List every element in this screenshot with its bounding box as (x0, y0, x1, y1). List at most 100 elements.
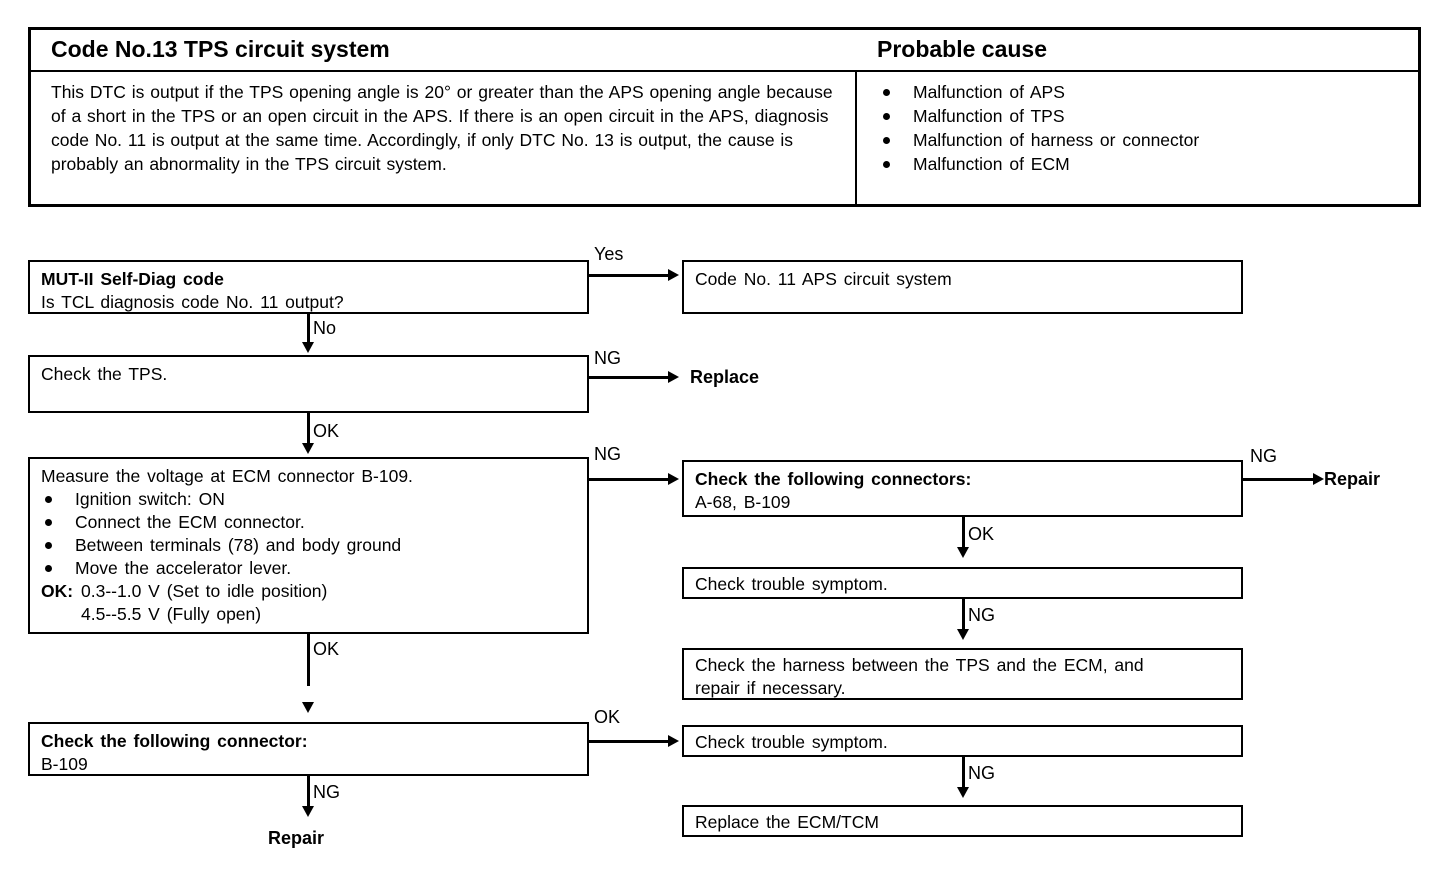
bullet-icon (883, 89, 890, 96)
list-item: Malfunction of APS (877, 80, 1397, 104)
terminal-replace: Replace (690, 367, 760, 387)
flow-box-check-symptom-2: Check trouble symptom. (682, 725, 1243, 757)
box3-bullet-label: Move the accelerator lever. (75, 558, 292, 578)
box4-line1: Check the following connector: (41, 731, 308, 751)
cause-label: Malfunction of TPS (913, 106, 1065, 126)
edge-label-ng-1: NG (594, 348, 621, 368)
box3-bullet-list: Ignition switch: ON Connect the ECM conn… (41, 488, 583, 580)
cause-label: Malfunction of harness or connector (913, 130, 1200, 150)
edge-label-ng-4: NG (968, 605, 995, 625)
edge-label-ng-2: NG (594, 444, 621, 464)
flow-box-check-connectors-a68: Check the following connectors: A-68, B-… (682, 460, 1243, 517)
box3-ok-value-2: 4.5--5.5 V (Fully open) (81, 604, 262, 624)
edge-label-ng-5: NG (968, 763, 995, 783)
edge-label-no: No (313, 318, 337, 338)
box-r4-line2: repair if necessary. (695, 678, 846, 698)
connector-ng5-line (962, 757, 965, 789)
box3-title: Measure the voltage at ECM connector B-1… (41, 466, 413, 486)
page-title: Code No.13 TPS circuit system (51, 36, 390, 62)
flow-box-check-harness: Check the harness between the TPS and th… (682, 648, 1243, 700)
connector-ng6-line (307, 776, 310, 808)
edge-label-ok-1: OK (313, 421, 340, 441)
terminal-repair-right: Repair (1324, 469, 1381, 489)
box-r4-line1: Check the harness between the TPS and th… (695, 655, 1144, 675)
box4-line2: B-109 (41, 754, 88, 774)
list-item: Malfunction of harness or connector (877, 128, 1397, 152)
flow-box-replace-ecm-tcm: Replace the ECM/TCM (682, 805, 1243, 837)
flow-box-code-11-aps: Code No. 11 APS circuit system (682, 260, 1243, 314)
connector-ok1-line (307, 413, 310, 445)
bullet-icon (45, 496, 52, 503)
connector-ng4-arrow (957, 629, 969, 640)
column-divider (855, 72, 857, 207)
box1-line1: MUT-II Self-Diag code (41, 269, 224, 289)
connector-yes-arrow (668, 269, 679, 281)
flow-box-check-symptom-1: Check trouble symptom. (682, 567, 1243, 599)
box-r1-line1: Code No. 11 APS circuit system (695, 269, 952, 289)
connector-ok4-line (589, 740, 670, 743)
edge-label-yes: Yes (594, 244, 624, 264)
edge-label-ok-3: OK (313, 639, 340, 659)
connector-ng3-line (1243, 478, 1315, 481)
list-item: Ignition switch: ON (41, 488, 583, 511)
bullet-icon (45, 519, 52, 526)
box3-ok-label: OK: (41, 581, 74, 601)
bullet-icon (883, 161, 890, 168)
box-r2-line1: Check the following connectors: (695, 469, 972, 489)
connector-no-arrow (302, 342, 314, 353)
box-r6-line1: Replace the ECM/TCM (695, 812, 879, 832)
bullet-icon (883, 113, 890, 120)
box1-line2: Is TCL diagnosis code No. 11 output? (41, 292, 344, 312)
box-r2-line2: A-68, B-109 (695, 492, 791, 512)
header-title-row: Code No.13 TPS circuit system Probable c… (31, 30, 1418, 72)
connector-ng1-arrow (668, 371, 679, 383)
box3-ok-row-1: OK: 0.3--1.0 V (Set to idle position) (41, 580, 583, 603)
list-item: Connect the ECM connector. (41, 511, 583, 534)
list-item: Malfunction of TPS (877, 104, 1397, 128)
probable-cause-title: Probable cause (877, 36, 1048, 62)
connector-ok4-arrow (668, 735, 679, 747)
connector-ok1-arrow (302, 443, 314, 454)
flow-box-mut-self-diag: MUT-II Self-Diag code Is TCL diagnosis c… (28, 260, 589, 314)
box2-line1: Check the TPS. (41, 364, 168, 384)
box3-ok-value-1: 0.3--1.0 V (Set to idle position) (81, 581, 328, 601)
flow-box-measure-voltage: Measure the voltage at ECM connector B-1… (28, 457, 589, 634)
header-body: This DTC is output if the TPS opening an… (31, 72, 1418, 207)
bullet-icon (45, 565, 52, 572)
connector-ng3-arrow (1313, 473, 1324, 485)
list-item: Move the accelerator lever. (41, 557, 583, 580)
connector-ng1-line (589, 376, 670, 379)
connector-no-line (307, 314, 310, 344)
connector-yes-line (589, 274, 670, 277)
connector-ng6-arrow (302, 806, 314, 817)
header-table: Code No.13 TPS circuit system Probable c… (28, 27, 1421, 207)
dtc-description: This DTC is output if the TPS opening an… (51, 82, 833, 174)
connector-ng5-arrow (957, 787, 969, 798)
terminal-repair-bottom: Repair (268, 828, 325, 848)
cause-label: Malfunction of APS (913, 82, 1065, 102)
edge-label-ng-3: NG (1250, 446, 1277, 466)
connector-ng2-line (589, 478, 670, 481)
connector-ng2-arrow (668, 473, 679, 485)
edge-label-ok-2: OK (968, 524, 995, 544)
box-r5-line1: Check trouble symptom. (695, 732, 888, 752)
box3-bullet-label: Connect the ECM connector. (75, 512, 305, 532)
cause-label: Malfunction of ECM (913, 154, 1070, 174)
connector-ok2-arrow (957, 547, 969, 558)
connector-ok3-line (307, 634, 310, 686)
edge-label-ng-6: NG (313, 782, 340, 802)
list-item: Malfunction of ECM (877, 152, 1397, 176)
connector-ok3-arrow (302, 702, 314, 713)
flow-box-check-tps: Check the TPS. (28, 355, 589, 413)
flow-box-check-connector-b109: Check the following connector: B-109 (28, 722, 589, 776)
probable-cause-list: Malfunction of APS Malfunction of TPS Ma… (877, 80, 1397, 176)
box3-bullet-label: Between terminals (78) and body ground (75, 535, 402, 555)
edge-label-ok-4: OK (594, 707, 621, 727)
box3-bullet-label: Ignition switch: ON (75, 489, 225, 509)
bullet-icon (45, 542, 52, 549)
connector-ok2-line (962, 517, 965, 549)
list-item: Between terminals (78) and body ground (41, 534, 583, 557)
box3-ok-row-2: 4.5--5.5 V (Fully open) (41, 603, 583, 626)
box-r3-line1: Check trouble symptom. (695, 574, 888, 594)
connector-ng4-line (962, 599, 965, 631)
